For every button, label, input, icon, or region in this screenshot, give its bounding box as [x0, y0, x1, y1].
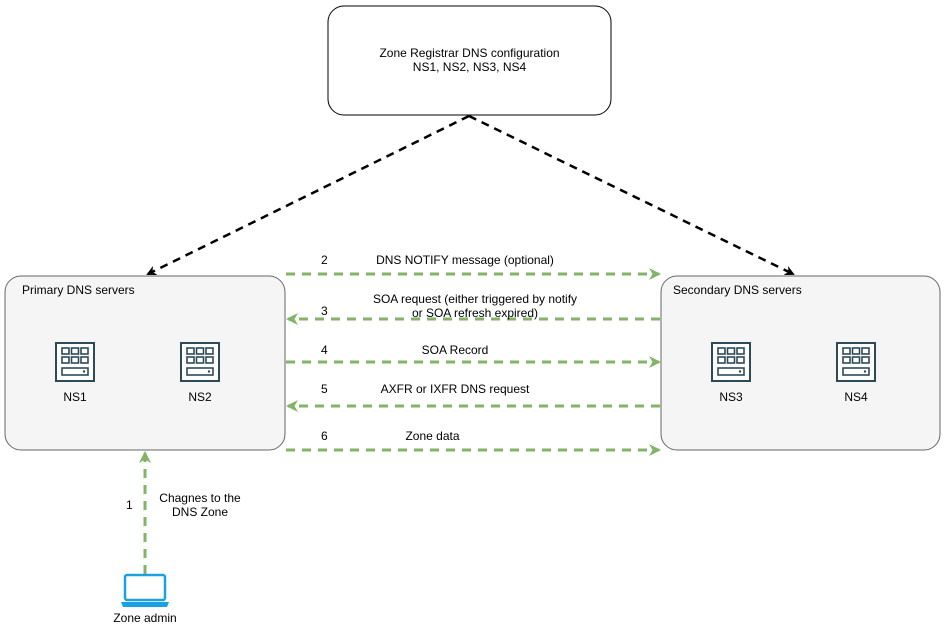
registrar-to-primary-arrow: [146, 114, 470, 276]
server-icon: [180, 342, 220, 382]
secondary-group-title: Secondary DNS servers: [673, 283, 802, 297]
server-label-ns1: NS1: [63, 390, 87, 404]
message-label: DNS NOTIFY message (optional): [376, 253, 554, 267]
message-label: Zone data: [405, 429, 460, 443]
registrar-title: Zone Registrar DNS configuration NS1, NS…: [328, 46, 611, 74]
primary-group-box: [4, 275, 286, 451]
registrar-to-secondary-arrow: [468, 114, 795, 276]
primary-group-title: Primary DNS servers: [22, 283, 135, 297]
admin-action-line-2: DNS Zone: [171, 505, 229, 519]
message-label: AXFR or IXFR DNS request: [380, 382, 530, 396]
registrar-line-1: Zone Registrar DNS configuration: [379, 46, 560, 60]
message-label-line-2: or SOA refresh expired): [411, 306, 539, 320]
step-number: 3: [321, 304, 328, 318]
step-number: 6: [321, 429, 328, 443]
message-label: SOA request (either triggered by notify …: [340, 292, 610, 320]
admin-action-label: Chagnes to the DNS Zone: [150, 491, 250, 519]
server-label-ns2: NS2: [188, 390, 212, 404]
server-label-ns3: NS3: [719, 390, 743, 404]
admin-step-number: 1: [126, 498, 133, 512]
message-label: SOA Record: [421, 343, 489, 357]
server-icon: [836, 342, 876, 382]
server-icon: [55, 342, 95, 382]
laptop-icon: [121, 573, 169, 607]
server-label-ns4: NS4: [844, 390, 868, 404]
admin-label: Zone admin: [113, 611, 177, 625]
step-number: 5: [321, 382, 328, 396]
server-icon: [711, 342, 751, 382]
step-number: 2: [321, 253, 328, 267]
step-number: 4: [321, 343, 328, 357]
registrar-line-2: NS1, NS2, NS3, NS4: [412, 60, 527, 74]
admin-action-line-1: Chagnes to the: [159, 491, 241, 505]
secondary-group-box: [660, 275, 941, 451]
message-label-line-1: SOA request (either triggered by notify: [372, 292, 578, 306]
